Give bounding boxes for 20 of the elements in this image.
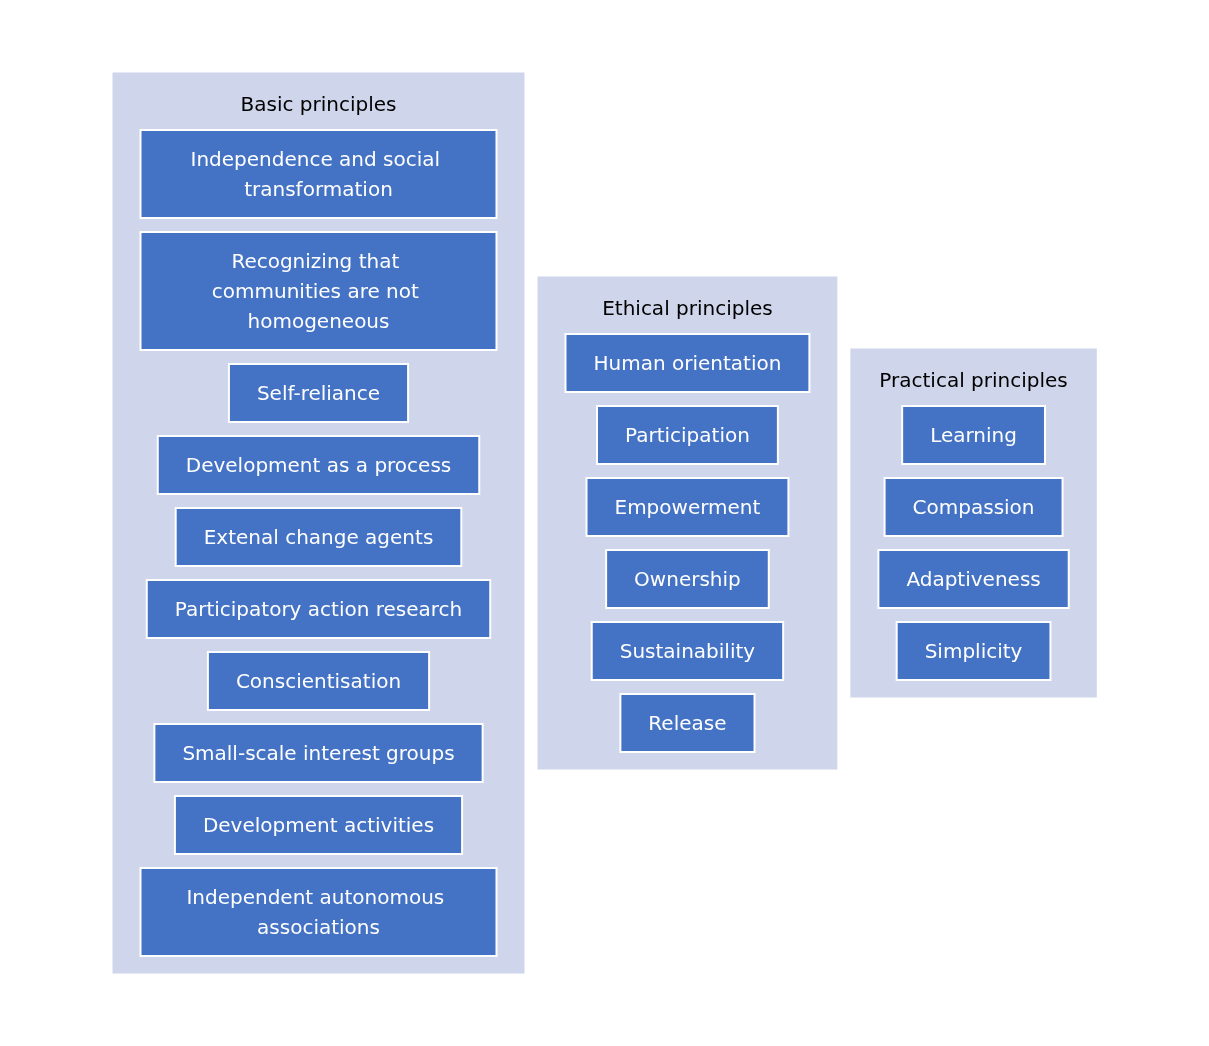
- node-box: Small-scale interest groups: [153, 723, 484, 783]
- node-box: Participation: [595, 405, 779, 465]
- node-box: Recognizing that communities are not homogeneous: [139, 231, 498, 351]
- node-box: Sustainability: [590, 621, 785, 681]
- node-box: Extenal change agents: [174, 507, 463, 567]
- node-box: Independence and social transformation: [139, 129, 498, 219]
- node-box: Adaptiveness: [877, 549, 1070, 609]
- node-box: Learning: [901, 405, 1046, 465]
- node-box: Development activities: [173, 795, 463, 855]
- node-box: Ownership: [605, 549, 770, 609]
- node-box: Empowerment: [585, 477, 790, 537]
- node-box: Human orientation: [564, 333, 811, 393]
- node-box: Simplicity: [895, 621, 1052, 681]
- node-box: Participatory action research: [145, 579, 492, 639]
- node-box: Independent autonomous associations: [139, 867, 498, 957]
- node-box: Self-reliance: [227, 363, 409, 423]
- node-box: Release: [619, 693, 756, 753]
- node-box: Compassion: [883, 477, 1064, 537]
- node-box: Conscientisation: [206, 651, 430, 711]
- node-box: Development as a process: [156, 435, 481, 495]
